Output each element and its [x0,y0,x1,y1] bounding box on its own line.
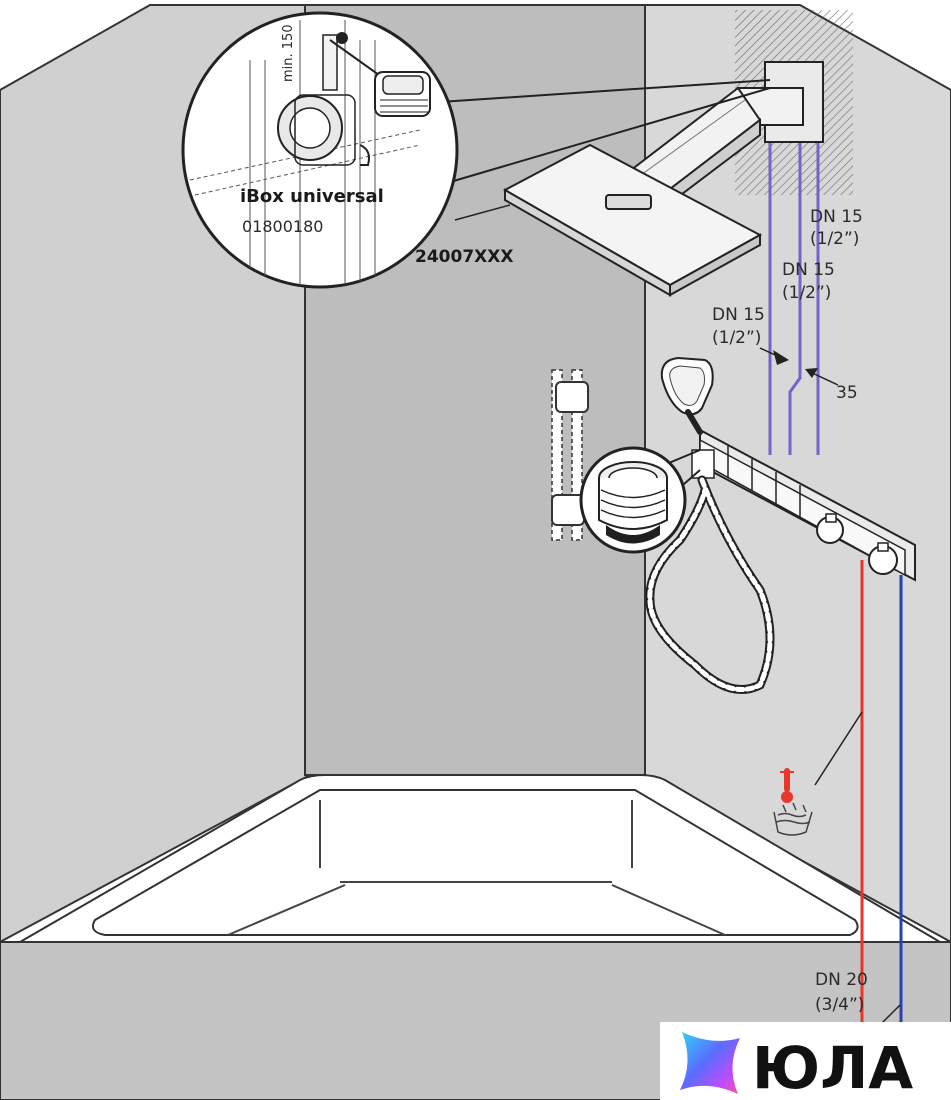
thermostat-panel [691,428,916,582]
dn15-low-label: DN 15 [712,305,765,325]
ibox-zoom-detail: min. 150 iBox universal 01800180 [181,11,459,289]
star-gradient-icon [680,1032,740,1094]
brand-logo: ЮЛА [660,1022,951,1100]
dn15-top-inch: (1/2”) [810,229,859,249]
connector-zoom-detail [579,446,687,554]
dn15-mid-inch: (1/2”) [782,283,831,303]
logo-wordmark: ЮЛА [752,1034,913,1100]
overhead-shower-code: 24007XXX [415,247,513,267]
shower-rail [551,369,589,541]
hand-shower [660,356,714,435]
dn15-low-inch: (1/2”) [712,328,761,348]
dn20-label: DN 20 [815,970,868,990]
hot-water-icon [773,711,863,836]
bathtub [16,774,944,943]
dn15-mid-label: DN 15 [782,260,835,280]
ibox-title: iBox universal [240,186,384,207]
ibox-code: 01800180 [242,217,323,236]
dn15-top-label: DN 15 [810,207,863,227]
spacing-marker: 35 [759,347,858,403]
overhead-shower [454,61,824,297]
min-height-label: min. 150 [281,24,296,82]
dn20-inch: (3/4”) [815,995,864,1015]
supply-pipes [768,140,820,455]
spacing-label: 35 [836,383,858,403]
knob-right [868,542,898,575]
knob-left [816,513,844,544]
